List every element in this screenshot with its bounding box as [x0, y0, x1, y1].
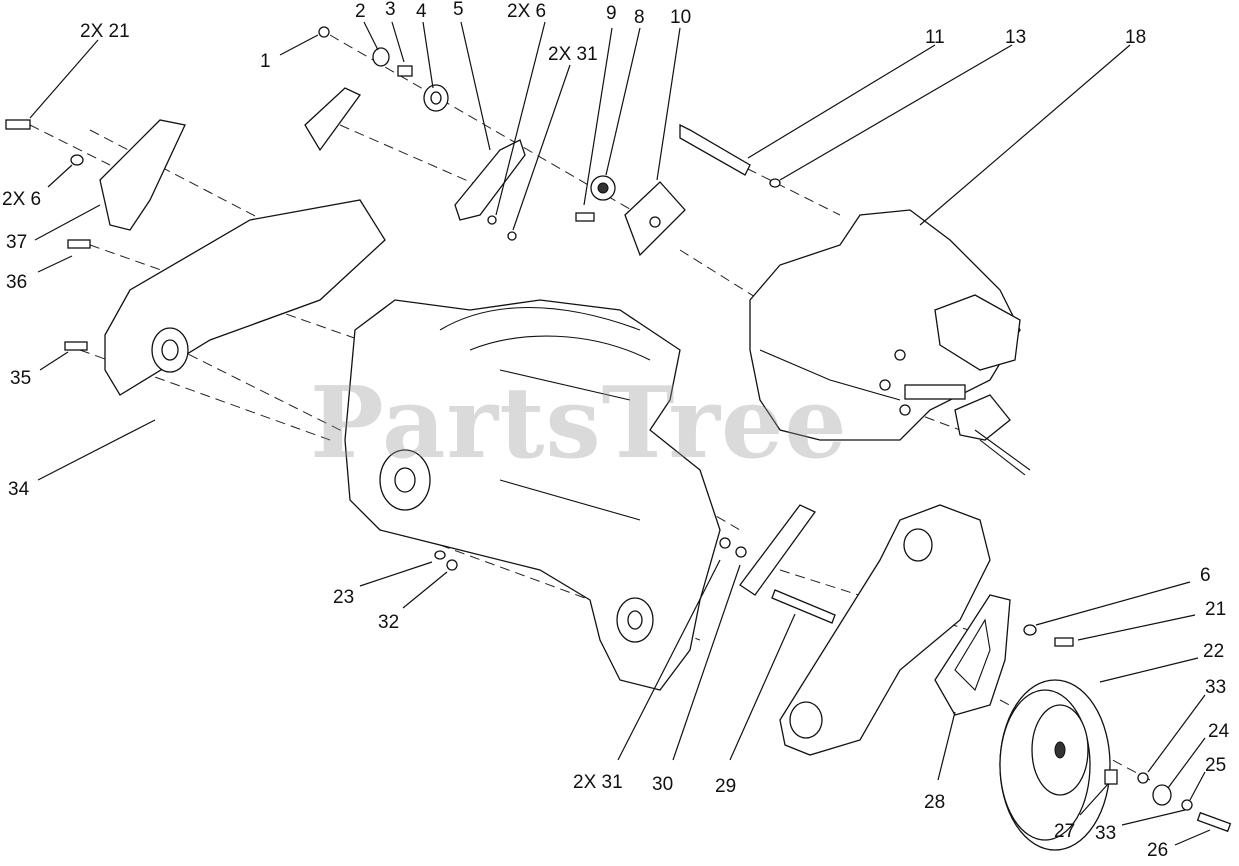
callout-21: 21: [1205, 599, 1227, 620]
callout-26: 26: [1147, 840, 1169, 861]
callout-2: 2: [355, 1, 366, 22]
engine-motor: [934, 294, 1021, 371]
callout-23: 23: [333, 587, 355, 608]
callout-18: 18: [1125, 27, 1147, 48]
callout-3: 3: [385, 0, 396, 20]
callout-37: 37: [6, 232, 28, 253]
leader-lines: [29, 21, 1211, 846]
part-27-spacer: [1104, 769, 1118, 785]
callout-4: 4: [416, 1, 427, 22]
callout-11: 11: [925, 27, 945, 48]
callout-2x6-left: 2X 6: [2, 189, 42, 210]
callout-6: 6: [1200, 565, 1211, 586]
callout-33-bottom: 33: [1095, 823, 1117, 844]
part-35-bolt: [64, 341, 88, 351]
part-5-bracket: [454, 139, 526, 221]
callout-29: 29: [715, 776, 737, 797]
part-30-spacer: [739, 504, 816, 596]
part-8-gear: [590, 175, 616, 201]
part-11-shaft: [679, 123, 751, 176]
part-36-bolt: [67, 239, 91, 249]
callout-2x6-top: 2X 6: [507, 1, 547, 22]
part-29-shaft: [771, 589, 836, 624]
part-9-bolt: [575, 212, 595, 222]
part-25-washer: [1181, 799, 1193, 811]
part-22-wheel: [999, 679, 1111, 851]
callout-36: 36: [6, 272, 28, 293]
callout-25: 25: [1205, 755, 1227, 776]
part-24-bushing: [1152, 784, 1172, 806]
watermark: PartsTree: [310, 366, 848, 481]
engine-flange: [954, 394, 1011, 441]
part-2-washer: [372, 47, 390, 67]
part-26-bolt: [1196, 811, 1232, 833]
part-6-washer-left: [70, 154, 84, 166]
callout-34: 34: [8, 479, 30, 500]
part-6-washer-right: [1023, 624, 1037, 636]
callout-8: 8: [634, 7, 645, 28]
callout-10: 10: [670, 7, 692, 28]
callout-2x21: 2X 21: [80, 21, 130, 42]
part-21-bolt-left: [5, 119, 31, 130]
part-33-washer-a: [1137, 772, 1149, 784]
callout-30: 30: [652, 774, 674, 795]
callout-32: 32: [378, 612, 400, 633]
auger-housing: [344, 299, 747, 691]
callout-24: 24: [1208, 721, 1230, 742]
part-3-spacer: [397, 65, 413, 77]
callout-2x31-top: 2X 31: [548, 44, 598, 65]
left-parts: [5, 119, 386, 396]
hardware-top: [304, 26, 781, 257]
part-32-nut: [446, 559, 458, 571]
side-plate: [779, 504, 991, 756]
right-parts: [739, 504, 1232, 851]
part-21-bolt-right: [1054, 637, 1074, 647]
callout-1: 1: [260, 51, 271, 72]
housing-body: [344, 299, 721, 691]
callout-35: 35: [10, 368, 32, 389]
part-37-plate: [99, 119, 186, 231]
callout-28: 28: [924, 792, 946, 813]
part-1-nut: [318, 26, 330, 38]
callout-5: 5: [453, 0, 464, 20]
part-13-clip: [769, 178, 781, 188]
callout-22: 22: [1203, 641, 1225, 662]
part-23-washer: [434, 550, 446, 560]
part-bracket-left: [304, 87, 361, 152]
callout-27: 27: [1054, 821, 1076, 842]
callout-33-top: 33: [1205, 677, 1227, 698]
callout-2x31-bottom: 2X 31: [573, 772, 623, 793]
engine-18: [749, 209, 1031, 476]
callout-13: 13: [1005, 27, 1027, 48]
callout-9: 9: [606, 3, 617, 24]
part-28-bracket: [934, 594, 1011, 716]
